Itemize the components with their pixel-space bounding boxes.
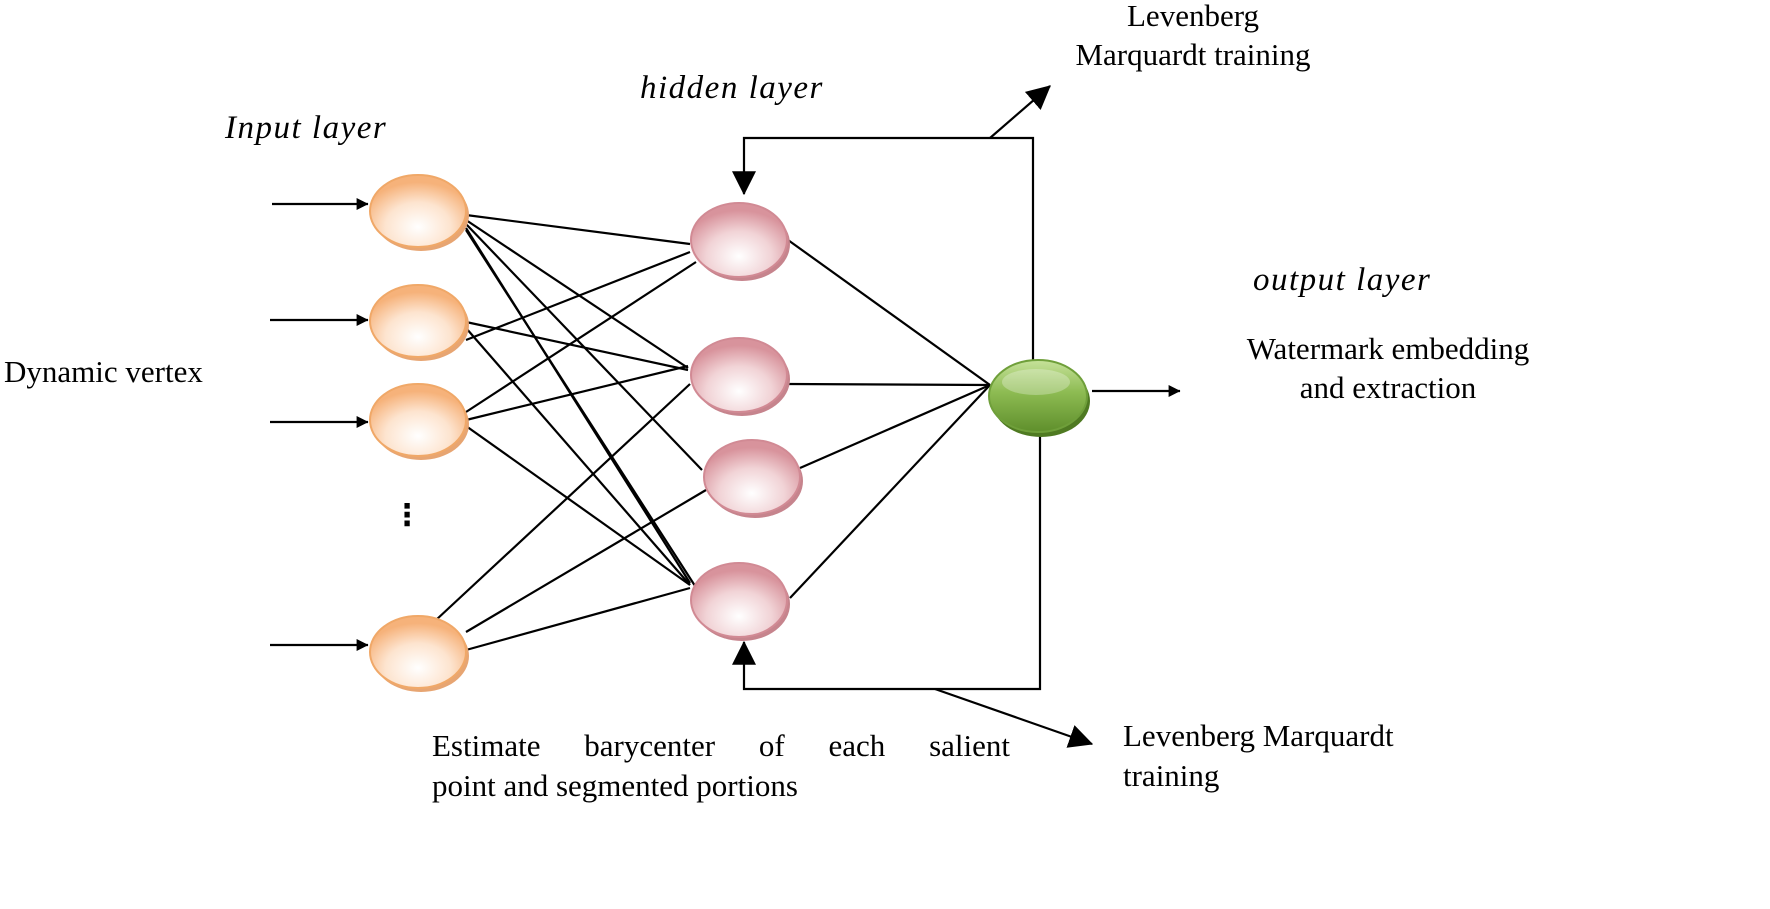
edge-in4-h3: [465, 489, 707, 633]
estimate-word-4: each: [828, 728, 886, 763]
edge-in4-h2: [435, 383, 691, 621]
edge-in2-h2: [465, 320, 689, 372]
output-description: Watermark embedding and extraction: [1208, 333, 1568, 403]
output-layer-label: output layer: [1253, 262, 1432, 298]
edge-in2-h4: [465, 327, 691, 586]
input-layer-label: Input layer: [225, 110, 388, 146]
dynamic-vertex-label: Dynamic vertex: [4, 354, 203, 389]
feedback-bottom-loop: [732, 432, 1042, 691]
lm-training-top-label: Levenberg Marquardt training: [1040, 0, 1346, 70]
edge-in3-h1: [465, 261, 697, 413]
input-node-3: [369, 383, 469, 460]
input-arrows: [270, 198, 369, 651]
estimate-word-2: barycenter: [584, 728, 716, 763]
estimate-word-3: of: [758, 728, 785, 763]
lm-top-line-2: Marquardt training: [1075, 37, 1311, 72]
input-nodes: [369, 174, 469, 692]
edge-in1-h2: [465, 219, 689, 369]
connections: [435, 213, 991, 652]
edge-in4-h4: [465, 586, 691, 652]
estimate-word-5: salient: [929, 728, 1010, 763]
lm-top-arrow: [989, 85, 1051, 139]
edge-h3-out: [799, 383, 991, 470]
edge-h1-out: [787, 239, 991, 386]
edge-in1-h1: [465, 213, 691, 246]
output-node: [988, 359, 1090, 437]
output-desc-line-1: Watermark embedding: [1246, 331, 1530, 366]
input-node-1: [369, 174, 469, 251]
edge-in3-h4: [465, 425, 691, 586]
edge-in2-h1: [465, 250, 691, 342]
feedback-top-loop: [732, 136, 1035, 365]
edge-h4-out: [789, 384, 991, 599]
hidden-nodes: [690, 202, 803, 641]
lm-bottom-line-1: Levenberg Marquardt: [1123, 718, 1394, 753]
output-desc-line-2: and extraction: [1299, 370, 1477, 405]
input-node-2: [369, 284, 469, 361]
edge-h2-out: [787, 382, 991, 387]
lm-bottom-line-2: training: [1123, 758, 1220, 793]
estimate-line-2: point and segmented portions: [432, 768, 798, 803]
estimate-line-1: Estimate barycenter of each salient: [432, 730, 1010, 761]
vertical-ellipsis: ⋮: [392, 498, 422, 533]
hidden-node-2: [690, 337, 790, 416]
edge-in3-h2: [465, 364, 689, 422]
feedback-loops: [732, 85, 1181, 748]
hidden-node-1: [690, 202, 790, 281]
hidden-node-4: [690, 562, 790, 641]
estimate-word-1: Estimate: [432, 728, 541, 763]
hidden-node-3: [703, 439, 803, 518]
estimate-barycenter-label: Estimate barycenter of each salient poin…: [432, 730, 1010, 801]
lm-top-line-1: Levenberg: [1127, 0, 1259, 33]
lm-bottom-arrow: [934, 687, 1094, 748]
lm-training-bottom-label: Levenberg Marquardt training: [1123, 720, 1394, 791]
edge-in1-h4b: [465, 229, 698, 590]
hidden-layer-label: hidden layer: [640, 70, 824, 106]
input-node-4: [369, 615, 469, 692]
